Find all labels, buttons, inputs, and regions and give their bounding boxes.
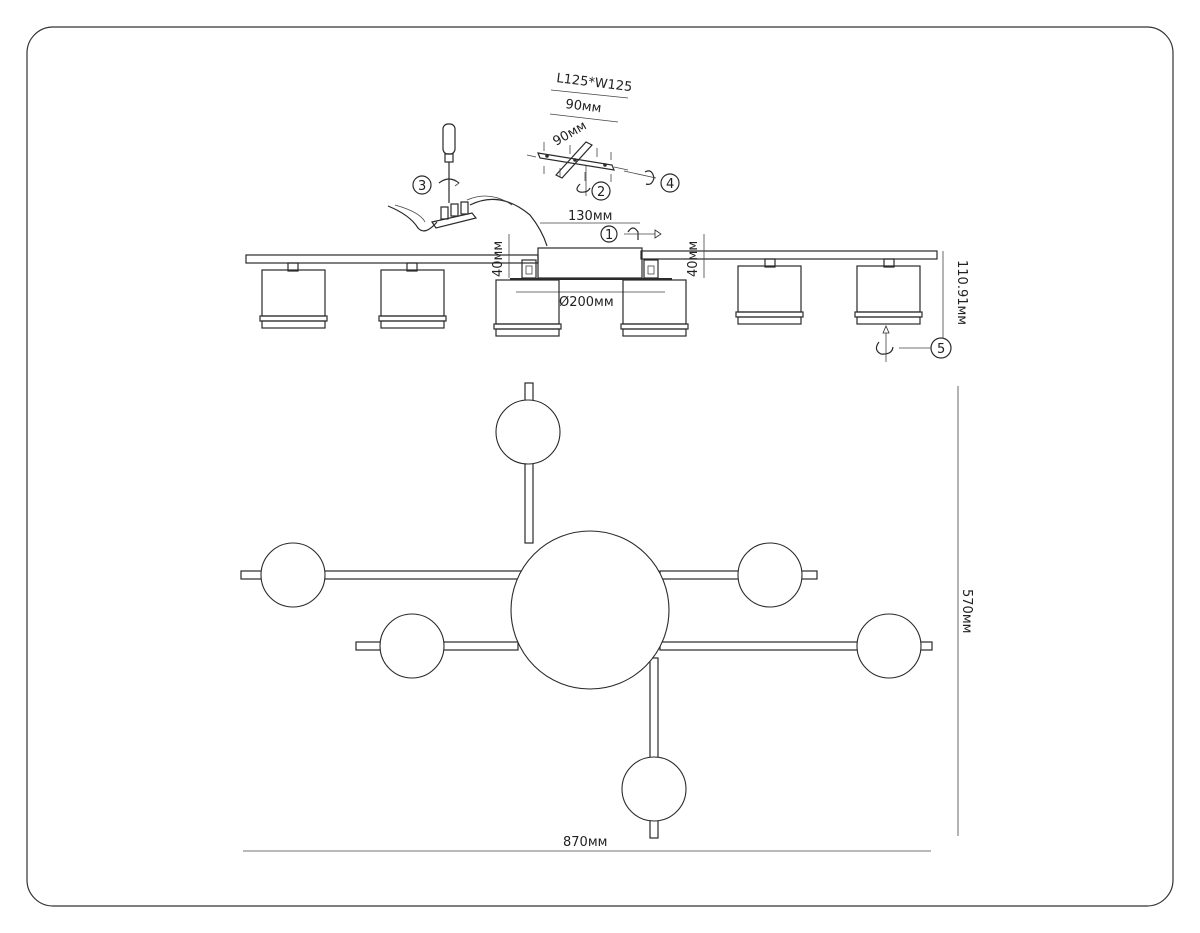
step-4-label: 4 (666, 177, 674, 192)
top-shade-4 (379, 613, 445, 679)
central-canopy (510, 530, 670, 690)
side-view: 130мм Ø200мм 40мм 40мм 110.91мм 1 5 (245, 209, 969, 362)
step-5-label: 5 (937, 342, 945, 357)
side-shade-3 (493, 279, 562, 337)
canopy-diameter-label: Ø200мм (559, 295, 614, 310)
total-depth-label: 570мм (959, 589, 974, 633)
step-1-label: 1 (605, 228, 613, 243)
side-shade-2 (378, 262, 447, 329)
mounting-bracket (526, 141, 629, 196)
total-width-label: 870мм (563, 835, 607, 850)
arm-height-right-label: 40мм (686, 241, 701, 277)
bracket-width-label: 90мм (565, 97, 603, 116)
top-shade-1 (495, 399, 561, 465)
canopy-width-label: 130мм (568, 209, 612, 224)
side-shade-1 (259, 262, 328, 329)
drawing-frame (26, 26, 1174, 907)
arm-height-left-label: 40мм (491, 241, 506, 277)
step-3-label: 3 (418, 179, 426, 194)
top-shade-2 (260, 542, 326, 608)
step-2-label: 2 (597, 185, 605, 200)
total-height-label: 110.91мм (954, 260, 969, 325)
side-shade-5 (735, 258, 804, 325)
side-shade-4 (620, 279, 689, 337)
top-view: 570мм 870мм (240, 382, 974, 852)
top-shade-5 (856, 613, 922, 679)
terminal-block (387, 195, 548, 247)
canopy-box (537, 247, 643, 279)
side-shade-6 (854, 258, 923, 325)
screwdriver-icon (438, 123, 460, 203)
top-shade-3 (737, 542, 803, 608)
assembly-details: L125*W125 90мм 90мм 2 (387, 71, 680, 247)
side-arm-right (640, 250, 938, 260)
top-shade-6 (621, 756, 687, 822)
